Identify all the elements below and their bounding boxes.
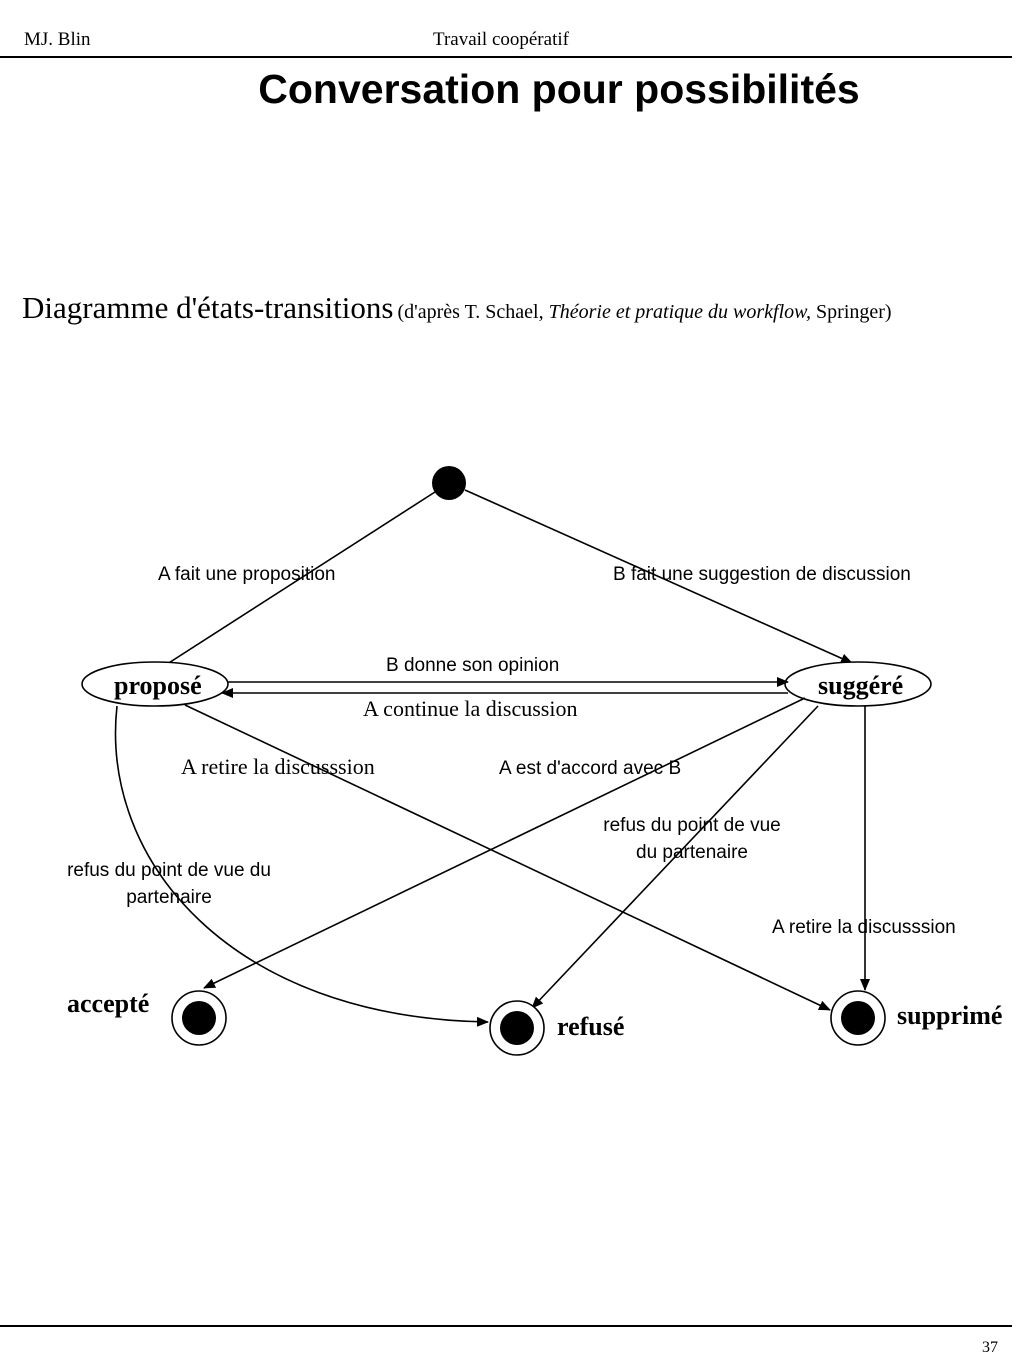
slide-title: Conversation pour possibilités (258, 66, 860, 112)
label-donne-opinion: B donne son opinion (386, 655, 559, 676)
header-author: MJ. Blin (24, 29, 91, 50)
state-label-suggere: suggéré (818, 671, 903, 700)
state-label-refuse: refusé (557, 1012, 624, 1041)
label-retire-discussion-propose: A retire la discusssion (181, 754, 375, 779)
subtitle-suffix: Springer) (811, 301, 892, 323)
slide-subtitle: Diagramme d'états-transitions (d'après T… (22, 290, 892, 326)
label-refus-propose-line2: partenaire (126, 887, 212, 908)
label-refus-suggere-line2: du partenaire (636, 842, 748, 863)
label-retire-discussion-suggere: A retire la discusssion (772, 917, 956, 938)
edge-initial-to-propose (149, 491, 436, 676)
label-refus-propose-line1: refus du point de vue du (67, 860, 271, 881)
label-suggestion-discussion: B fait une suggestion de discussion (613, 564, 911, 585)
subtitle-book: Théorie et pratique du workflow, (548, 301, 812, 323)
header-rule (0, 56, 1012, 58)
header-course: Travail coopératif (433, 29, 569, 50)
edge-suggere-to-accepte (203, 697, 806, 989)
label-continue-discussion: A continue la discussion (363, 696, 577, 721)
edge-propose-to-refuse (114, 705, 489, 1027)
final-state-supprime (830, 990, 886, 1046)
edge-suggere-to-refuse (531, 705, 819, 1009)
footer-rule (0, 1325, 1012, 1327)
label-refus-suggere-line1: refus du point de vue (603, 815, 780, 836)
page-number: 37 (982, 1339, 998, 1356)
state-label-supprime: supprimé (897, 1001, 1002, 1030)
subtitle-prefix: (d'après T. Schael, (397, 301, 549, 323)
subtitle-main: Diagramme d'états-transitions (22, 290, 394, 325)
initial-state (432, 466, 466, 500)
edge-initial-to-suggere (464, 489, 853, 664)
label-fait-proposition: A fait une proposition (158, 564, 335, 585)
final-state-accepte (171, 990, 227, 1046)
edge-propose-to-supprime (184, 704, 831, 1011)
final-state-refuse (489, 1000, 545, 1056)
state-label-accepte: accepté (67, 989, 149, 1018)
state-propose-ellipse (81, 661, 229, 707)
state-label-propose: proposé (114, 671, 202, 700)
label-accord: A est d'accord avec B (499, 758, 681, 779)
